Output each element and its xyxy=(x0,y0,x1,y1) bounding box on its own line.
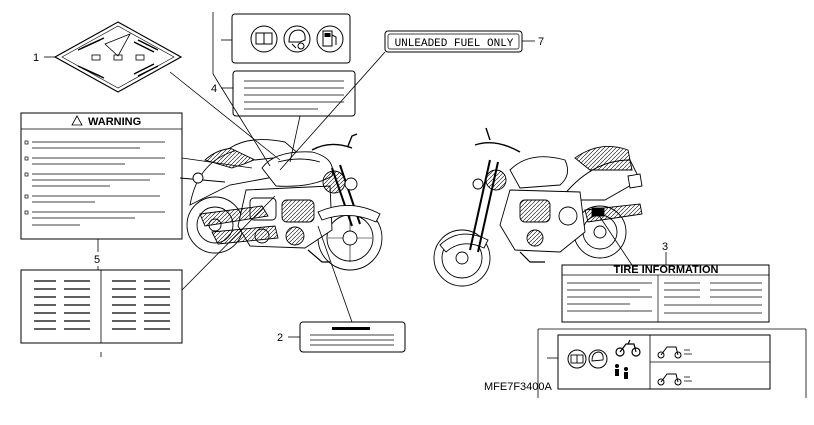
helmet-icon xyxy=(283,25,311,53)
rider-icon xyxy=(615,364,628,379)
diamond-emblem-icon xyxy=(77,33,159,79)
riding-caution-label xyxy=(537,328,806,398)
owners-manual-icon xyxy=(567,349,587,369)
motorcycle-icon xyxy=(615,339,641,357)
tire-information-label: TIRE INFORMATION xyxy=(561,264,770,323)
load-table-label xyxy=(20,269,183,344)
callout-1: 1 xyxy=(33,52,39,64)
callout-7: 7 xyxy=(538,36,544,48)
fuel-pump-icon xyxy=(316,25,344,53)
tire-information-title: TIRE INFORMATION xyxy=(614,264,719,276)
warning-title: WARNING xyxy=(88,116,141,128)
leader-lines-left xyxy=(169,51,386,323)
motorcycle-icon xyxy=(657,346,692,386)
unleaded-fuel-label: UNLEADED FUEL ONLY xyxy=(384,30,523,53)
callout-2: 2 xyxy=(277,332,283,344)
motorcycle-left-view xyxy=(179,133,383,271)
motorcycle-right-view xyxy=(433,127,643,287)
callout-5: 4 xyxy=(211,83,217,95)
warning-label: WARNING xyxy=(20,112,183,240)
helmet-icon xyxy=(588,349,608,369)
unleaded-fuel-text: UNLEADED FUEL ONLY xyxy=(395,38,514,50)
label-5-decal xyxy=(232,70,356,117)
callout-4: 5 xyxy=(94,254,100,266)
part-code: MFE7F3400A xyxy=(484,381,553,393)
emblem-decal xyxy=(53,21,183,93)
icon-caution-label xyxy=(212,12,351,74)
warning-triangle-icon xyxy=(71,115,83,126)
label-2-decal xyxy=(299,321,406,353)
callout-3: 3 xyxy=(662,241,668,253)
owners-manual-icon xyxy=(250,25,278,53)
